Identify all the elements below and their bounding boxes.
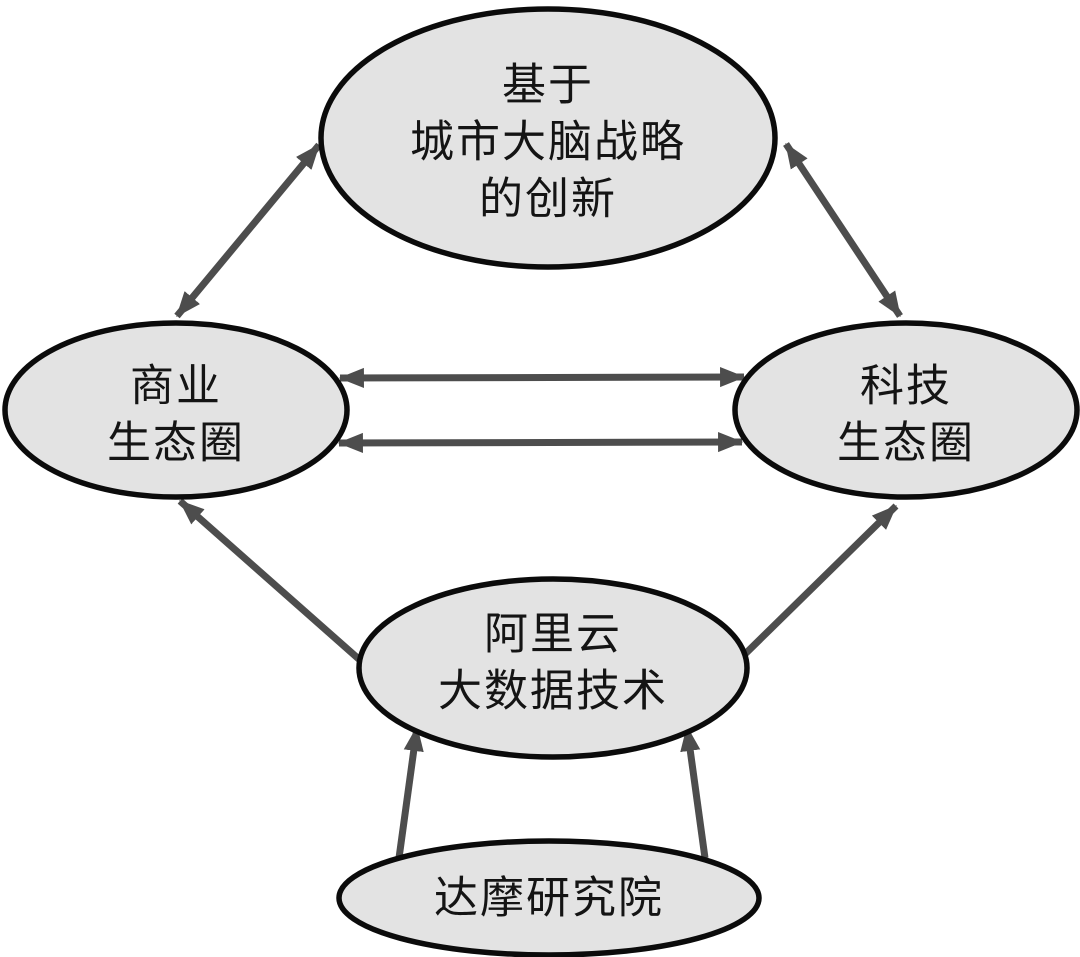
node-damo-academy-shape [336, 838, 762, 957]
edge-tech-to-citybrain-double [783, 142, 903, 318]
node-tech-ecosystem-label-line1: 科技 [860, 362, 952, 411]
node-business-ecosystem-label-line1: 商业 [130, 362, 222, 411]
node-aliyun-bigdata-label-line1: 阿里云 [484, 610, 622, 659]
node-tech-ecosystem-shape [732, 320, 1080, 500]
node-city-brain-innovation-shape [318, 6, 778, 270]
node-damo-academy-label-line1: 达摩研究院 [434, 874, 664, 923]
node-city-brain-innovation-label-line3: 的创新 [479, 175, 617, 224]
node-city-brain-innovation-label-line1: 基于 [502, 61, 594, 110]
edge-layer [174, 142, 903, 859]
node-city-brain-innovation: 基于 城市大脑战略 的创新 [318, 6, 778, 270]
edge-business-tech-upper-double [338, 366, 746, 389]
node-business-ecosystem-shape [2, 320, 350, 500]
edge-business-tech-lower-double [337, 431, 744, 454]
node-city-brain-innovation-label-line2: 城市大脑战略 [410, 118, 686, 167]
node-aliyun-bigdata-label-line2: 大数据技术 [438, 667, 668, 716]
node-tech-ecosystem-label-line2: 生态圈 [837, 419, 975, 468]
node-aliyun-bigdata: 阿里云 大数据技术 [356, 576, 750, 760]
edge-aliyun-to-tech [738, 503, 899, 661]
node-business-ecosystem: 商业 生态圈 [2, 320, 350, 500]
node-damo-academy: 达摩研究院 [336, 838, 762, 957]
node-tech-ecosystem: 科技 生态圈 [732, 320, 1080, 500]
node-business-ecosystem-label-line2: 生态圈 [107, 419, 245, 468]
edge-damo-to-aliyun-left [395, 725, 424, 859]
edge-aliyun-to-business [177, 498, 364, 664]
edge-damo-to-aliyun-right [680, 725, 709, 859]
edge-business-to-citybrain-double [174, 142, 322, 319]
node-aliyun-bigdata-shape [356, 576, 750, 760]
